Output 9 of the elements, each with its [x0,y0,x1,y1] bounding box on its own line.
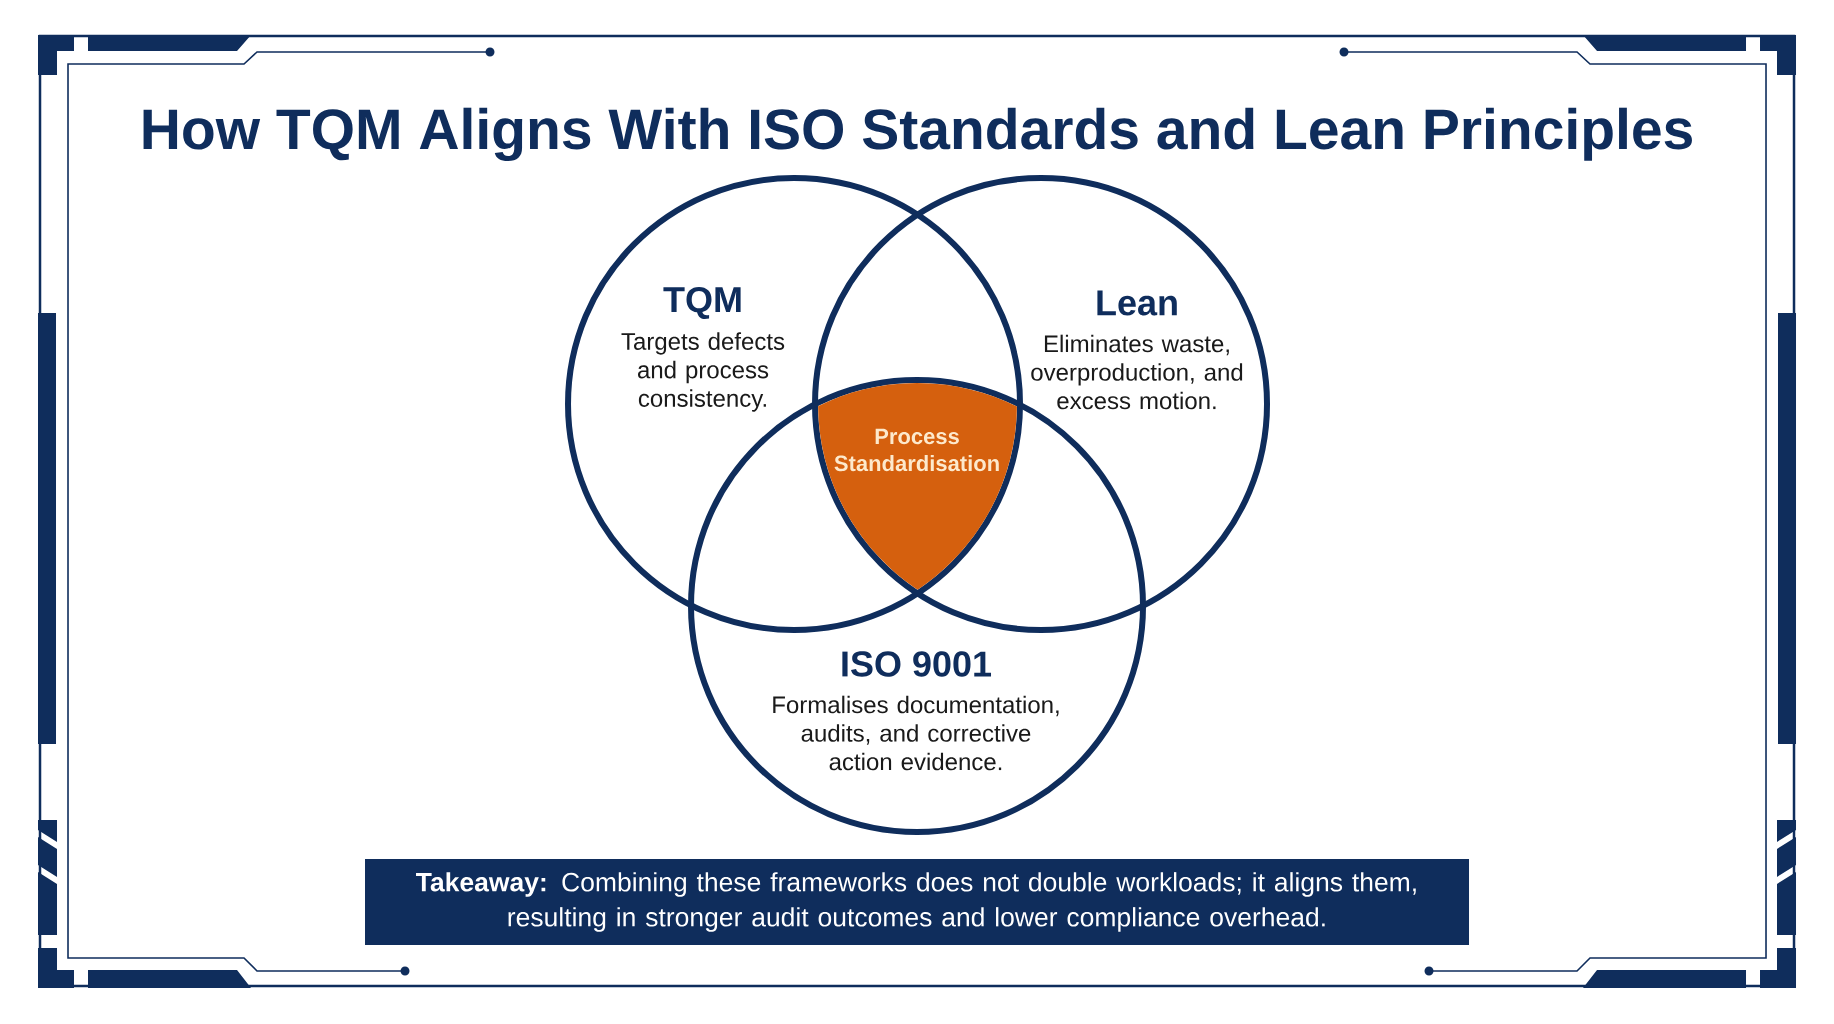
takeaway-banner: Takeaway: Combining these frameworks does not double workloads; it aligns them, resulting in stronger audit outcomes and lower compliance overhead. [365,859,1469,945]
circle-description: Targets defects and process consistency. [621,332,785,412]
title: How TQM Aligns With ISO Standards and Lean Principles [143,107,1692,162]
circle-heading: ISO 9001 [842,651,991,677]
overlap-region: Process Standardisation [818,383,1017,627]
circle-heading: Lean [1097,290,1177,316]
circle-description: Eliminates waste, overproduction, and excess motion. [1031,334,1243,410]
circle-description: Formalises documentation, audits, and corrective action evidence. [773,695,1059,771]
circle-heading: TQM [663,286,741,320]
